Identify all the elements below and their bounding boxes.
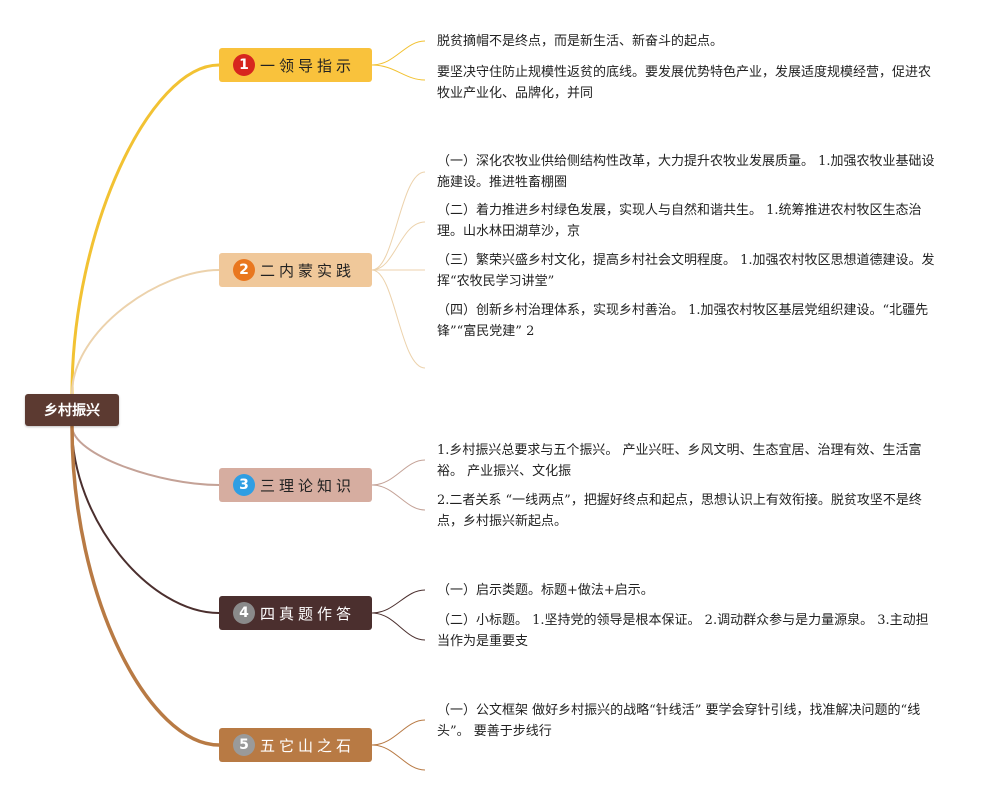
connector-branch-1-leaf-2: [371, 64, 426, 81]
branch-number-badge-1: 1: [233, 54, 255, 76]
root-node[interactable]: 乡村振兴: [25, 394, 119, 426]
connector-root-branch-1: [70, 63, 221, 396]
leaf-4-2[interactable]: （二）小标题。 1.坚持党的领导是根本保证。 2.调动群众参与是力量源泉。 3.…: [437, 613, 929, 649]
leaf-3-1[interactable]: 1.乡村振兴总要求与五个振兴。 产业兴旺、乡风文明、生态宜居、治理有效、生活富裕…: [437, 443, 922, 479]
branch-label-5: 五它山之石: [260, 736, 356, 755]
leaf-4-1[interactable]: （一）启示类题。标题+做法+启示。: [437, 583, 654, 598]
branch-label-3: 三理论知识: [260, 476, 356, 495]
branch-node-3[interactable]: 3 三理论知识: [219, 468, 372, 502]
connector-branch-5-leaf-2: [371, 744, 426, 771]
branch-node-4[interactable]: 4 四真题作答: [219, 596, 372, 630]
connector-root-branch-4: [71, 425, 220, 614]
leaf-2-1[interactable]: （一）深化农牧业供给侧结构性改革，大力提升农牧业发展质量。 1.加强农牧业基础设…: [437, 154, 935, 190]
branch-label-1: 一领导指示: [260, 56, 356, 75]
connector-branch-3-leaf-2: [371, 484, 426, 511]
connector-branch-1-leaf-1: [371, 40, 426, 66]
branch-number-badge-2: 2: [233, 259, 255, 281]
branch-node-1[interactable]: 1 一领导指示: [219, 48, 372, 82]
leaf-2-3[interactable]: （三）繁荣兴盛乡村文化，提高乡村社会文明程度。 1.加强农村牧区思想道德建设。发…: [437, 253, 935, 289]
branch-label-4: 四真题作答: [260, 604, 356, 623]
branch-label-2: 二内蒙实践: [260, 261, 356, 280]
connector-root-branch-3: [71, 425, 220, 486]
branch-number-badge-3: 3: [233, 474, 255, 496]
connector-root-branch-2: [71, 269, 220, 395]
connector-root-branch-5: [70, 424, 221, 747]
branch-node-5[interactable]: 5 五它山之石: [219, 728, 372, 762]
leaf-2-4[interactable]: （四）创新乡村治理体系，实现乡村善治。 1.加强农村牧区基层党组织建设。“北疆先…: [437, 303, 929, 339]
leaf-5-1[interactable]: （一）公文框架 做好乡村振兴的战略“针线活” 要学会穿针引线，找准解决问题的“线…: [437, 703, 921, 739]
leaf-1-2[interactable]: 要坚决守住防止规模性返贫的底线。要发展优势特色产业，发展适度规模经营，促进农牧业…: [437, 65, 932, 101]
connector-branch-2-leaf-1: [371, 171, 426, 271]
branch-number-badge-5: 5: [233, 734, 255, 756]
connector-branch-4-leaf-1: [371, 589, 426, 614]
root-label: 乡村振兴: [44, 403, 100, 419]
connector-branch-4-leaf-2: [371, 612, 426, 641]
branch-number-badge-4: 4: [233, 602, 255, 624]
connector-branch-2-leaf-2: [371, 221, 426, 271]
leaf-1-1[interactable]: 脱贫摘帽不是终点，而是新生活、新奋斗的起点。: [437, 34, 724, 49]
branch-node-2[interactable]: 2 二内蒙实践: [219, 253, 372, 287]
leaf-2-2[interactable]: （二）着力推进乡村绿色发展，实现人与自然和谐共生。 1.统筹推进农村牧区生态治理…: [437, 203, 922, 239]
connector-branch-2-leaf-4: [371, 269, 426, 369]
connector-branch-3-leaf-1: [371, 459, 426, 486]
leaf-3-2[interactable]: 2.二者关系 “一线两点”，把握好终点和起点，思想认识上有效衔接。脱贫攻坚不是终…: [437, 493, 922, 529]
connector-branch-5-leaf-1: [371, 719, 426, 746]
